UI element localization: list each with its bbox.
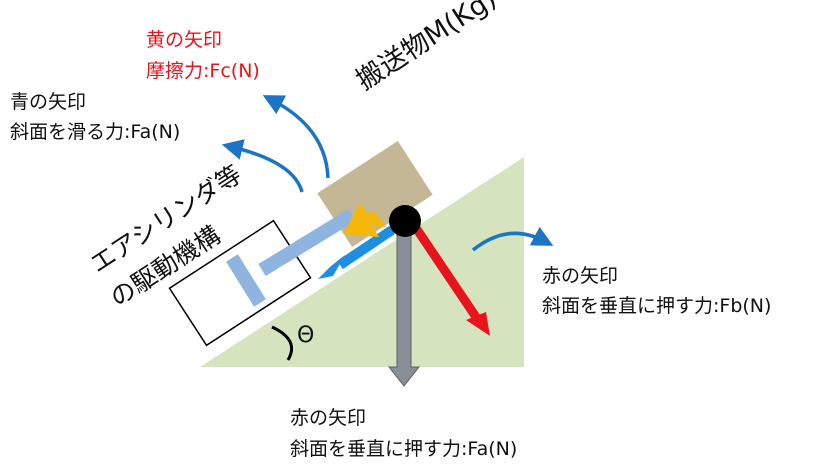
blue-arrow-desc: 斜面を滑る力:Fa(N) <box>10 121 181 143</box>
blue-arrow-head <box>318 255 345 279</box>
incline-slope <box>200 157 524 367</box>
blue-arrow-title: 青の矢印 <box>10 91 87 113</box>
yellow-arrow <box>343 203 386 237</box>
blue-curve-arrow-right <box>471 226 554 252</box>
yellow-arrow-title: 黄の矢印 <box>146 29 223 51</box>
angle-arc <box>271 325 293 361</box>
red-arrow-right-desc: 斜面を垂直に押す力:Fb(N) <box>542 295 772 317</box>
red-arrow-head <box>466 312 490 336</box>
blue-curve-arrow-top <box>262 95 330 179</box>
gray-arrow <box>387 223 421 387</box>
blue-arrow <box>337 225 395 270</box>
blue-curve-arrow-left <box>221 139 304 193</box>
cylinder-piston <box>226 254 266 307</box>
angle-label: Θ <box>297 323 315 348</box>
red-arrow-bottom-desc: 斜面を垂直に押す力:Fa(N) <box>290 438 518 460</box>
cylinder-rod <box>258 209 356 276</box>
red-arrow <box>408 219 482 323</box>
cargo-dot <box>389 205 421 237</box>
yellow-arrow-desc: 摩擦力:Fc(N) <box>146 60 260 82</box>
red-arrow-bottom-title: 赤の矢印 <box>290 407 367 429</box>
red-arrow-right-title: 赤の矢印 <box>542 265 619 287</box>
